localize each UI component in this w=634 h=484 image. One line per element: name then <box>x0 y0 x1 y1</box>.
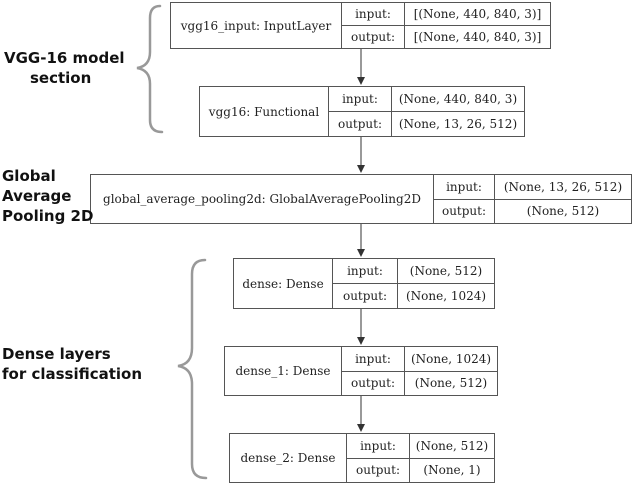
annotation-line: for classification <box>2 365 143 383</box>
output-label: output: <box>350 30 396 44</box>
output-shape: [(None, 440, 840, 3)] <box>413 30 542 44</box>
output-label: output: <box>350 376 396 391</box>
node-name: global_average_pooling2d: GlobalAverageP… <box>91 175 434 223</box>
output-label: output: <box>342 289 388 303</box>
input-shape: (None, 440, 840, 3) <box>392 87 524 112</box>
input-shape: (None, 13, 26, 512) <box>495 175 631 200</box>
output-shape: (None, 13, 26, 512) <box>398 117 518 131</box>
input-shape: (None, 512) <box>398 259 494 284</box>
node-dense-2: dense_2: Dense input: output: (None, 512)… <box>229 433 495 483</box>
node-name: vgg16_input: InputLayer <box>171 3 342 48</box>
input-label: input: <box>434 175 494 200</box>
annotation-line: Dense layers <box>2 345 111 363</box>
brace-dense-section <box>177 258 208 480</box>
annotation-line: VGG-16 model <box>4 49 125 67</box>
node-vgg16-input: vgg16_input: InputLayer input: output: [(… <box>170 2 551 49</box>
input-shape: [(None, 440, 840, 3)] <box>405 3 550 26</box>
output-shape: (None, 512) <box>414 376 488 391</box>
output-shape: (None, 1) <box>423 463 481 478</box>
input-label: input: <box>329 87 391 112</box>
brace-vgg-section <box>136 4 164 134</box>
annotation-global-average-pooling: Global Average Pooling 2D <box>2 166 93 226</box>
input-shape: (None, 1024) <box>405 347 497 372</box>
output-shape: (None, 512) <box>526 204 600 219</box>
node-dense: dense: Dense input: output: (None, 512) (N… <box>233 258 495 309</box>
annotation-dense-layers: Dense layers for classification <box>2 344 142 384</box>
node-name: dense: Dense <box>234 259 333 308</box>
output-label: output: <box>337 117 383 131</box>
node-vgg16-functional: vgg16: Functional input: output: (None, 4… <box>199 86 525 137</box>
node-name: vgg16: Functional <box>200 87 329 136</box>
node-name: dense_1: Dense <box>225 347 342 395</box>
input-label: input: <box>342 347 404 372</box>
input-shape: (None, 512) <box>410 434 494 459</box>
node-dense-1: dense_1: Dense input: output: (None, 1024… <box>224 346 498 396</box>
annotation-line: Global <box>2 167 56 185</box>
annotation-vgg-section: VGG-16 model section <box>4 48 125 88</box>
input-label: input: <box>347 434 409 459</box>
output-label: output: <box>441 204 487 219</box>
annotation-line: Pooling 2D <box>2 207 94 225</box>
annotation-line: section <box>30 69 92 87</box>
node-name: dense_2: Dense <box>230 434 347 482</box>
node-global-average-pooling: global_average_pooling2d: GlobalAverageP… <box>90 174 632 224</box>
annotation-line: Average <box>2 187 72 205</box>
input-label: input: <box>333 259 397 284</box>
output-label: output: <box>355 463 401 478</box>
input-label: input: <box>342 3 404 26</box>
output-shape: (None, 1024) <box>405 289 487 303</box>
